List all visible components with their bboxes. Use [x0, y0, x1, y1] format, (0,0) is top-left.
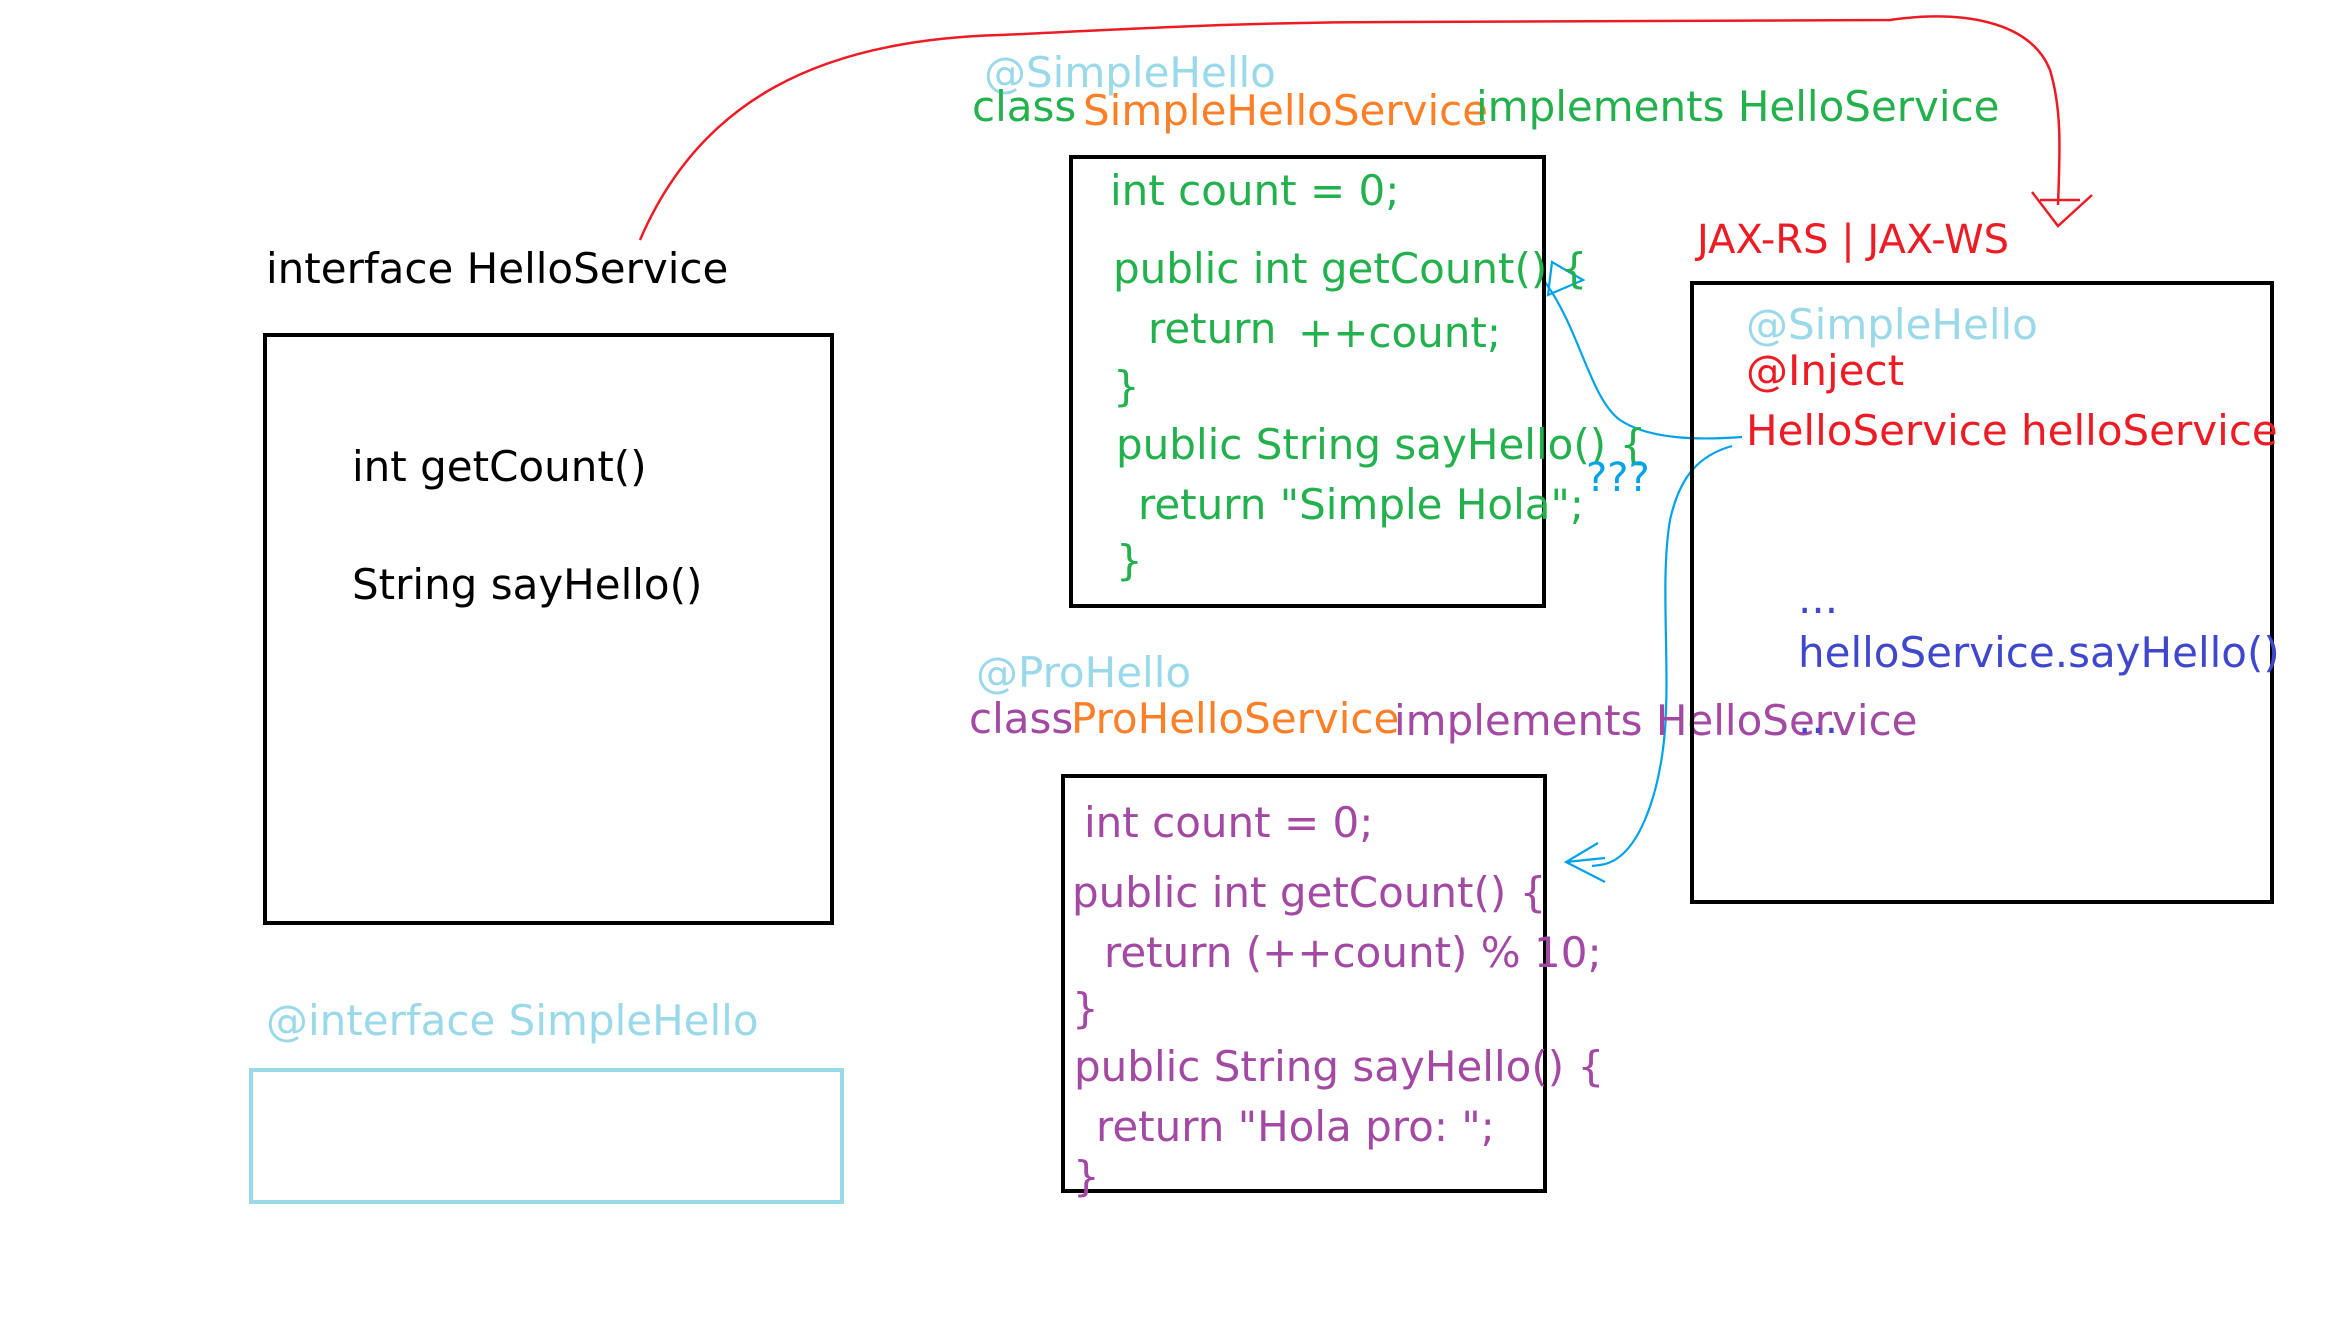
pro-implements: implements HelloService: [1394, 696, 1918, 745]
blue-arrow-to-pro: [1591, 444, 1733, 868]
pro-code-line: return (++count) % 10;: [1104, 928, 1602, 977]
client-inject-annotation: @Inject: [1746, 346, 1905, 395]
red-arrow-line: [638, 15, 2061, 241]
blue-arrow-head-simple: [1546, 260, 1586, 297]
client-annotation: @SimpleHello: [1746, 300, 2038, 349]
annotation-interface-box: [249, 1068, 844, 1204]
simple-service-box: [1069, 155, 1546, 608]
simple-code-line: ++count;: [1298, 308, 1502, 357]
annotation-interface-title: @interface SimpleHello: [266, 996, 759, 1045]
simple-code-line: }: [1113, 362, 1140, 411]
simple-code-line: }: [1116, 536, 1143, 585]
pro-code-line: return "Hola pro: ";: [1096, 1102, 1495, 1151]
simple-code-line: int count = 0;: [1110, 166, 1400, 215]
pro-code-line: public String sayHello() {: [1074, 1042, 1605, 1091]
pro-service-box: [1061, 774, 1547, 1193]
interface-title: interface HelloService: [266, 244, 729, 293]
interface-method: int getCount(): [352, 442, 647, 491]
simple-code-line: public int getCount() {: [1113, 244, 1588, 293]
simple-implements: implements HelloService: [1476, 82, 2000, 131]
pro-code-line: public int getCount() {: [1072, 868, 1547, 917]
client-call: helloService.sayHello(): [1798, 628, 2280, 677]
interface-method: String sayHello(): [352, 560, 703, 609]
blue-arrow-to-simple: [1544, 281, 1743, 440]
red-arrow-head: [2031, 191, 2093, 228]
client-framework-label: JAX-RS | JAX-WS: [1697, 217, 2010, 263]
pro-code-line: }: [1073, 1152, 1100, 1201]
blue-arrow-head-pro: [1563, 842, 1606, 883]
pro-code-line: int count = 0;: [1084, 798, 1374, 847]
pro-code-line: }: [1072, 984, 1099, 1033]
client-ellipsis-end: ...: [1798, 694, 1839, 743]
client-ellipsis: ...: [1798, 574, 1839, 623]
simple-class-name: SimpleHelloService: [1083, 86, 1489, 135]
pro-class-keyword: class: [969, 694, 1074, 743]
simple-code-line: return: [1148, 304, 1277, 353]
pro-class-name: ProHelloService: [1071, 694, 1400, 743]
simple-annotation: @SimpleHello: [984, 48, 1276, 97]
simple-class-keyword: class: [972, 82, 1077, 131]
simple-code-line: return "Simple Hola";: [1138, 480, 1585, 529]
interface-box: [263, 333, 834, 925]
client-field: HelloService helloService: [1746, 406, 2278, 455]
question-marks: ???: [1586, 455, 1650, 501]
client-box: [1690, 281, 2274, 904]
simple-code-line: public String sayHello() {: [1116, 420, 1647, 469]
pro-annotation: @ProHello: [976, 648, 1192, 697]
